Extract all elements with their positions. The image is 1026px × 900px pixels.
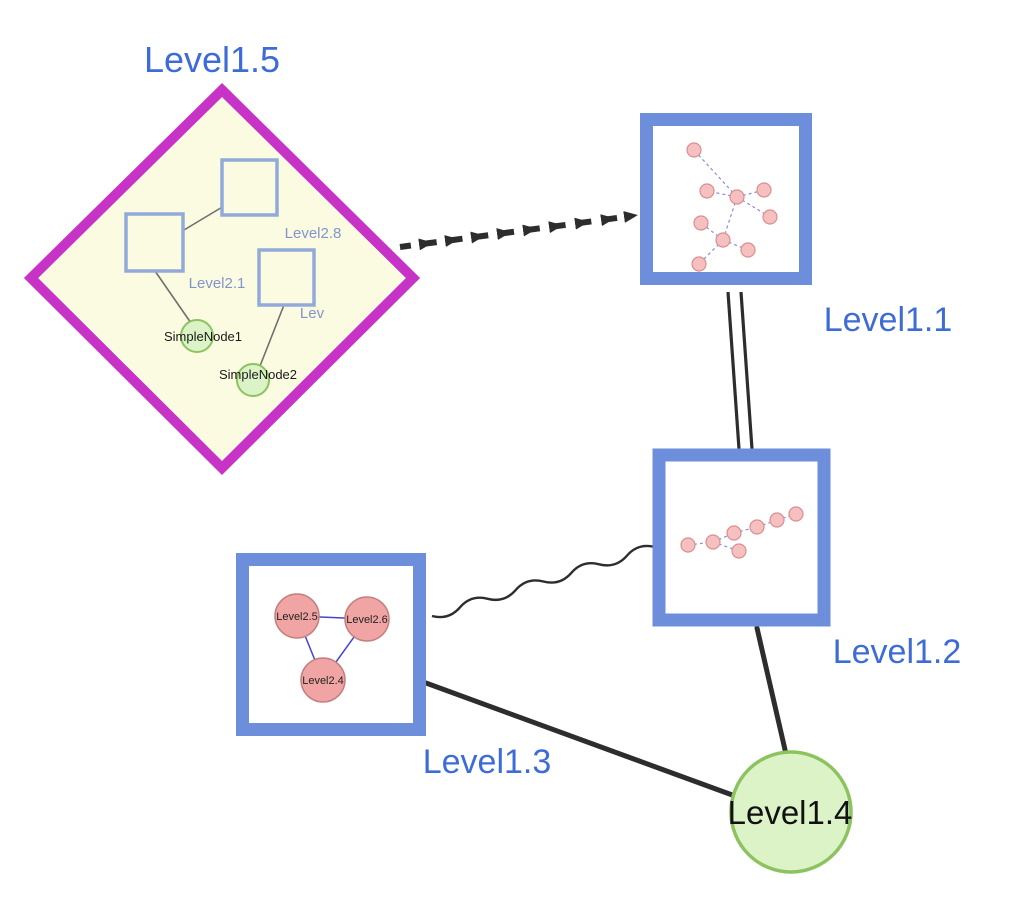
box-shape-level1-2[interactable]	[652, 448, 831, 627]
mini-graph-node[interactable]	[788, 506, 804, 522]
inner-edge-level2-1-level2-8[interactable]	[183, 205, 225, 231]
inner-node-label-simplenode2: SimpleNode2	[219, 367, 297, 382]
node-label-level1-5: Level1.5	[144, 39, 280, 80]
node-level1-1[interactable]: Level1.1	[640, 113, 953, 340]
box-shape-level1-3[interactable]	[236, 553, 426, 736]
inner-node-level2-8[interactable]	[220, 158, 279, 217]
box-shape-level1-1[interactable]	[640, 113, 812, 285]
mini-graph-edge[interactable]	[722, 239, 749, 251]
node-label-level1-3: Level1.3	[423, 743, 552, 781]
edge-level1-3-to-level1-2-wavy[interactable]	[431, 544, 656, 619]
inner-node-simplenode2[interactable]	[236, 363, 270, 397]
inner-node-label-level2-1: Level2.1	[189, 275, 246, 292]
inner-node-level2-6[interactable]	[344, 596, 390, 642]
circle-shape-level1-4[interactable]	[729, 750, 853, 874]
edge-level1-5-to-level1-1[interactable]	[399, 211, 638, 251]
mini-graph-node[interactable]	[726, 525, 742, 541]
mini-graph-node[interactable]	[691, 256, 707, 272]
mini-graph-node[interactable]	[762, 209, 778, 225]
inner-node-lev[interactable]	[257, 248, 316, 307]
mini-graph-edge[interactable]	[693, 149, 738, 198]
parallel-line-left[interactable]	[726, 291, 741, 450]
mini-graph-node[interactable]	[715, 232, 731, 248]
inner-node-level2-4[interactable]	[300, 657, 346, 703]
mini-graph-node[interactable]	[731, 543, 747, 559]
level1-2-inner-graph	[680, 506, 804, 559]
mini-graph-node[interactable]	[693, 215, 709, 231]
node-label-level1-2: Level1.2	[833, 633, 962, 671]
mini-graph-edge[interactable]	[700, 222, 724, 241]
diamond-shape-level1-5[interactable]	[23, 82, 421, 476]
mini-graph-edge[interactable]	[712, 541, 740, 552]
inner-node-simplenode1[interactable]	[180, 319, 214, 353]
inner-edge-lev-simplenode2[interactable]	[259, 304, 285, 367]
mini-graph-node[interactable]	[729, 189, 745, 205]
inner-node-label-level2-4: Level2.4	[302, 675, 344, 687]
mini-graph-node[interactable]	[686, 142, 702, 158]
node-level1-3[interactable]: Level2.5 Level2.6 Level2.4 Level1.3	[236, 553, 552, 782]
inner-node-label-level2-6: Level2.6	[346, 614, 388, 626]
mini-graph-node[interactable]	[705, 534, 721, 550]
mini-graph-node[interactable]	[769, 512, 785, 528]
node-level1-4[interactable]: Level1.4	[728, 750, 853, 874]
mini-graph-edge[interactable]	[736, 189, 765, 198]
node-level1-2[interactable]: Level1.2	[652, 448, 962, 671]
edge-level1-2-to-level1-4[interactable]	[754, 625, 789, 757]
edge-level1-1-to-level1-2[interactable]	[726, 291, 754, 450]
node-label-level1-1: Level1.1	[824, 301, 953, 339]
level1-3-inner-graph: Level2.5 Level2.6 Level2.4	[274, 593, 390, 703]
inner-node-level2-5[interactable]	[274, 593, 320, 639]
level1-1-inner-graph	[686, 142, 778, 272]
inner-node-label-simplenode1: SimpleNode1	[164, 329, 242, 344]
node-level1-5-group[interactable]: Level1.5 Level2.8 Level2.1 Lev SimpleNod…	[23, 39, 421, 476]
inner-edge-level2-1-simplenode1[interactable]	[154, 270, 192, 324]
inner-node-label-lev: Lev	[300, 305, 325, 322]
mini-graph-node[interactable]	[740, 242, 756, 258]
inner-node-label-level2-8: Level2.8	[285, 225, 342, 242]
mini-graph-node[interactable]	[749, 519, 765, 535]
mini-graph-node[interactable]	[699, 183, 715, 199]
mini-graph-node[interactable]	[680, 537, 696, 553]
mini-graph-node[interactable]	[756, 182, 772, 198]
dashed-arrow-chain-edge[interactable]	[399, 211, 638, 251]
node-label-level1-4: Level1.4	[728, 794, 853, 831]
parallel-line-right[interactable]	[739, 291, 754, 450]
inner-node-level2-1[interactable]	[124, 212, 185, 273]
edge-level1-3-to-level1-4[interactable]	[423, 680, 738, 799]
inner-node-label-level2-5: Level2.5	[276, 611, 318, 623]
